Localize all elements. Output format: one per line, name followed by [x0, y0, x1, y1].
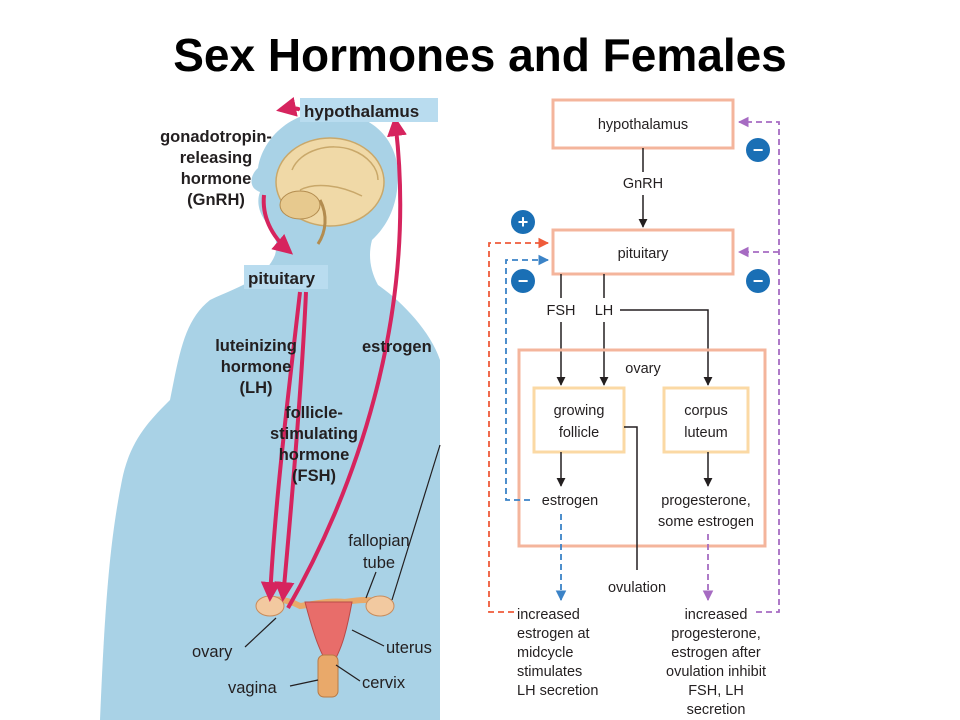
anatomy-estrogen-label: estrogen: [362, 338, 432, 356]
anatomy-pituitary-label: pituitary: [248, 269, 316, 288]
fc-follicle-box: [532, 386, 626, 454]
pituitary-label-bg: [244, 265, 328, 289]
fc-lh-label: LH: [595, 303, 614, 319]
left-outcome-line: increased: [517, 607, 580, 623]
fc-estrogen-label: estrogen: [542, 493, 598, 509]
fallopian-line: fallopian: [348, 532, 409, 550]
anatomy-cervix-label: cervix: [362, 674, 406, 692]
fc-corpus-line: luteum: [684, 425, 728, 441]
slide-title: Sex Hormones and Females: [173, 29, 787, 81]
anatomy-hypothalamus-label: hypothalamus: [304, 102, 419, 121]
fsh-line: stimulating: [270, 425, 358, 443]
fc-negative-feedback-hypothalamus: [737, 116, 780, 613]
fsh-line: follicle-: [285, 404, 343, 422]
brain-illustration: [275, 137, 385, 245]
right-outcome-line: FSH, LH: [688, 683, 744, 699]
fc-pituitary-label: pituitary: [618, 246, 670, 262]
fsh-label: follicle- stimulating hormone (FSH): [270, 404, 358, 485]
lh-line: luteinizing: [215, 337, 297, 355]
left-outcome-line: estrogen at: [517, 626, 590, 642]
fallopian-line: tube: [363, 554, 395, 572]
right-outcome-line: secretion: [687, 702, 746, 718]
fc-corpus-box: [662, 386, 750, 454]
minus-badge-right: −: [746, 269, 770, 293]
fallopian-label: fallopian tube: [348, 532, 409, 572]
gnrh-label: gonadotropin- releasing hormone (GnRH): [160, 128, 272, 209]
fc-gnrh-label: GnRH: [623, 176, 663, 192]
right-outcome-line: ovulation inhibit: [666, 664, 766, 680]
fc-follicle-line: growing: [554, 403, 605, 419]
minus-sign: −: [518, 271, 529, 291]
right-outcome: increased progesterone, estrogen after o…: [666, 607, 766, 718]
minus-badge-top: −: [746, 138, 770, 162]
minus-sign: −: [753, 140, 764, 160]
hormone-arrows: [260, 97, 407, 609]
fc-ovary-label-bg: [612, 356, 674, 378]
gnrh-line: releasing: [180, 149, 252, 167]
anatomy-ovary-label: ovary: [192, 643, 233, 661]
fc-follicle-line: follicle: [559, 425, 599, 441]
fsh-line: hormone: [279, 446, 350, 464]
plus-badge: +: [511, 210, 535, 234]
anatomy-vagina-label: vagina: [228, 679, 277, 697]
fc-progesterone-line: some estrogen: [658, 514, 754, 530]
fc-lh-corpus-arrow: [620, 309, 713, 386]
right-outcome-line: estrogen after: [671, 645, 761, 661]
right-outcome-line: progesterone,: [671, 626, 760, 642]
left-outcome-line: LH secretion: [517, 683, 598, 699]
fc-corpus-line: corpus: [684, 403, 728, 419]
fc-hypothalamus-box: [551, 98, 735, 150]
left-outcome-line: stimulates: [517, 664, 582, 680]
right-outcome-line: increased: [685, 607, 748, 623]
fc-ovary-label: ovary: [625, 361, 661, 377]
lh-label: luteinizing hormone (LH): [215, 337, 297, 397]
flowchart: hypothalamus GnRH pituitary FSH LH ovary…: [488, 98, 780, 718]
leader-lines: [244, 444, 441, 687]
gnrh-line: (GnRH): [187, 191, 245, 209]
left-outcome: increased estrogen at midcycle stimulate…: [517, 607, 598, 699]
gnrh-line: gonadotropin-: [160, 128, 272, 146]
body-silhouette: [100, 111, 440, 720]
fsh-line: (FSH): [292, 467, 336, 485]
minus-sign: −: [753, 271, 764, 291]
fc-ovary-box: [517, 348, 767, 548]
fc-progesterone-line: progesterone,: [661, 493, 750, 509]
fc-pituitary-box: [551, 228, 735, 276]
gnrh-line: hormone: [181, 170, 252, 188]
left-outcome-line: midcycle: [517, 645, 573, 661]
anatomy-uterus-label: uterus: [386, 639, 432, 657]
plus-sign: +: [518, 212, 529, 232]
lh-line: (LH): [240, 379, 273, 397]
minus-badge-left: −: [511, 269, 535, 293]
hypothalamus-label-bg: [300, 98, 438, 122]
fc-hypothalamus-label: hypothalamus: [598, 117, 688, 133]
fc-positive-feedback: [488, 237, 550, 613]
lh-line: hormone: [221, 358, 292, 376]
fc-ovulation-line: [624, 426, 638, 570]
fc-ovulation-label: ovulation: [608, 580, 666, 596]
fc-estrogen-feedback: [505, 254, 550, 501]
fc-fsh-label: FSH: [547, 303, 576, 319]
